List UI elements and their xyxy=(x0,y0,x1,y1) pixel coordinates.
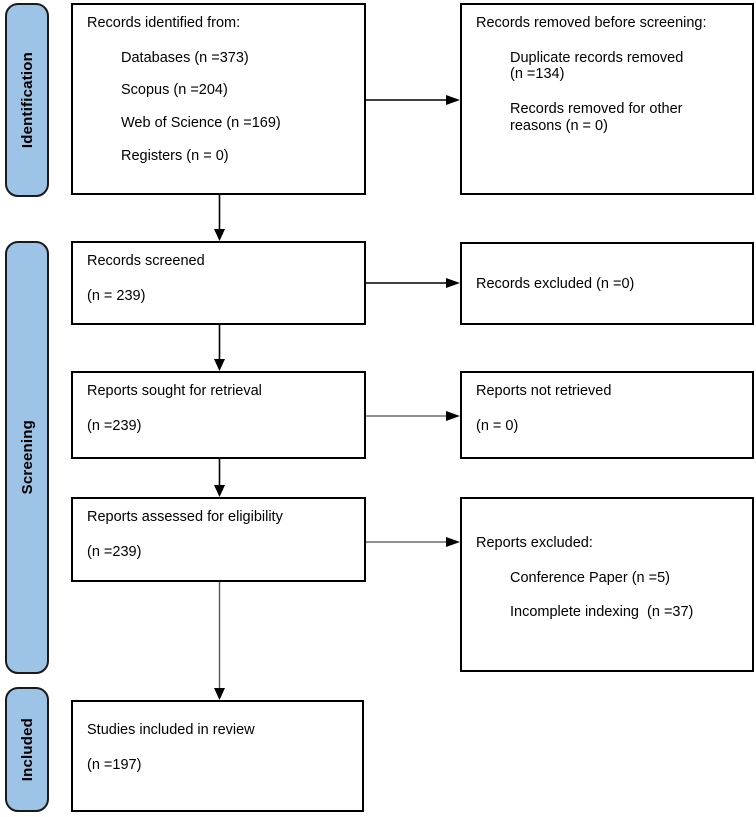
box-records-identified: Records identified from: Databases (n =3… xyxy=(71,3,366,195)
reports-excluded-title: Reports excluded: xyxy=(476,535,593,551)
reports-assessed-count: (n =239) xyxy=(87,543,142,560)
connector-identified-to-removed xyxy=(366,93,462,107)
records-removed-title-italic: before screening xyxy=(594,15,703,31)
records-screened-count: (n = 239) xyxy=(87,287,146,304)
records-removed-title-normal: Records removed xyxy=(476,15,595,31)
records-identified-title: Records identified from: xyxy=(87,15,241,31)
connector-assessed-to-reports-excluded xyxy=(366,535,462,549)
connector-identified-to-screened xyxy=(213,195,227,243)
box-reports-excluded: Reports excluded: Conference Paper (n =5… xyxy=(460,497,754,672)
box-studies-included: Studies included in review (n =197) xyxy=(71,700,364,812)
connector-assessed-to-included xyxy=(213,582,227,702)
studies-included-title: Studies included in review xyxy=(87,722,255,738)
connector-sought-to-not-retrieved xyxy=(366,409,462,423)
records-excluded-title: Records excluded (n =0) xyxy=(476,276,635,293)
reports-sought-count: (n =239) xyxy=(87,417,142,434)
stage-pill-identification: Identification xyxy=(5,3,49,197)
records-removed-item-duplicates: Duplicate records removed (n =134) xyxy=(510,49,684,83)
records-identified-item-registers: Registers (n = 0) xyxy=(121,147,229,164)
reports-excluded-item-indexing: Incomplete indexing (n =37) xyxy=(510,604,694,621)
connector-screened-to-excluded xyxy=(366,276,462,290)
reports-excluded-item-conference: Conference Paper (n =5) xyxy=(510,569,670,586)
stage-label-identification: Identification xyxy=(18,51,36,149)
stage-label-included: Included xyxy=(18,717,36,782)
stage-pill-screening: Screening xyxy=(5,241,49,674)
records-removed-item-other: Records removed for other reasons (n = 0… xyxy=(510,101,683,134)
connector-sought-to-assessed xyxy=(213,459,227,499)
box-reports-assessed: Reports assessed for eligibility (n =239… xyxy=(71,497,366,582)
box-reports-not-retrieved: Reports not retrieved (n = 0) xyxy=(460,371,754,459)
reports-not-retrieved-count: (n = 0) xyxy=(476,417,519,434)
box-reports-sought: Reports sought for retrieval (n =239) xyxy=(71,371,366,459)
box-records-removed: Records removed before screening: Duplic… xyxy=(460,3,754,195)
stage-pill-included: Included xyxy=(5,687,49,812)
reports-not-retrieved-title: Reports not retrieved xyxy=(476,383,612,399)
box-records-excluded: Records excluded (n =0) xyxy=(460,242,754,325)
records-removed-title: Records removed before screening: xyxy=(476,15,738,32)
reports-assessed-title: Reports assessed for eligibility xyxy=(87,509,283,525)
stage-label-screening: Screening xyxy=(18,420,36,495)
reports-sought-title: Reports sought for retrieval xyxy=(87,383,262,399)
records-identified-item-wos: Web of Science (n =169) xyxy=(121,115,281,132)
studies-included-count: (n =197) xyxy=(87,756,142,773)
records-screened-title: Records screened xyxy=(87,253,205,269)
records-identified-item-scopus: Scopus (n =204) xyxy=(121,82,228,99)
connector-screened-to-sought xyxy=(213,325,227,373)
box-records-screened: Records screened (n = 239) xyxy=(71,241,366,325)
records-identified-item-databases: Databases (n =373) xyxy=(121,49,249,66)
records-removed-title-tail: : xyxy=(702,15,707,31)
